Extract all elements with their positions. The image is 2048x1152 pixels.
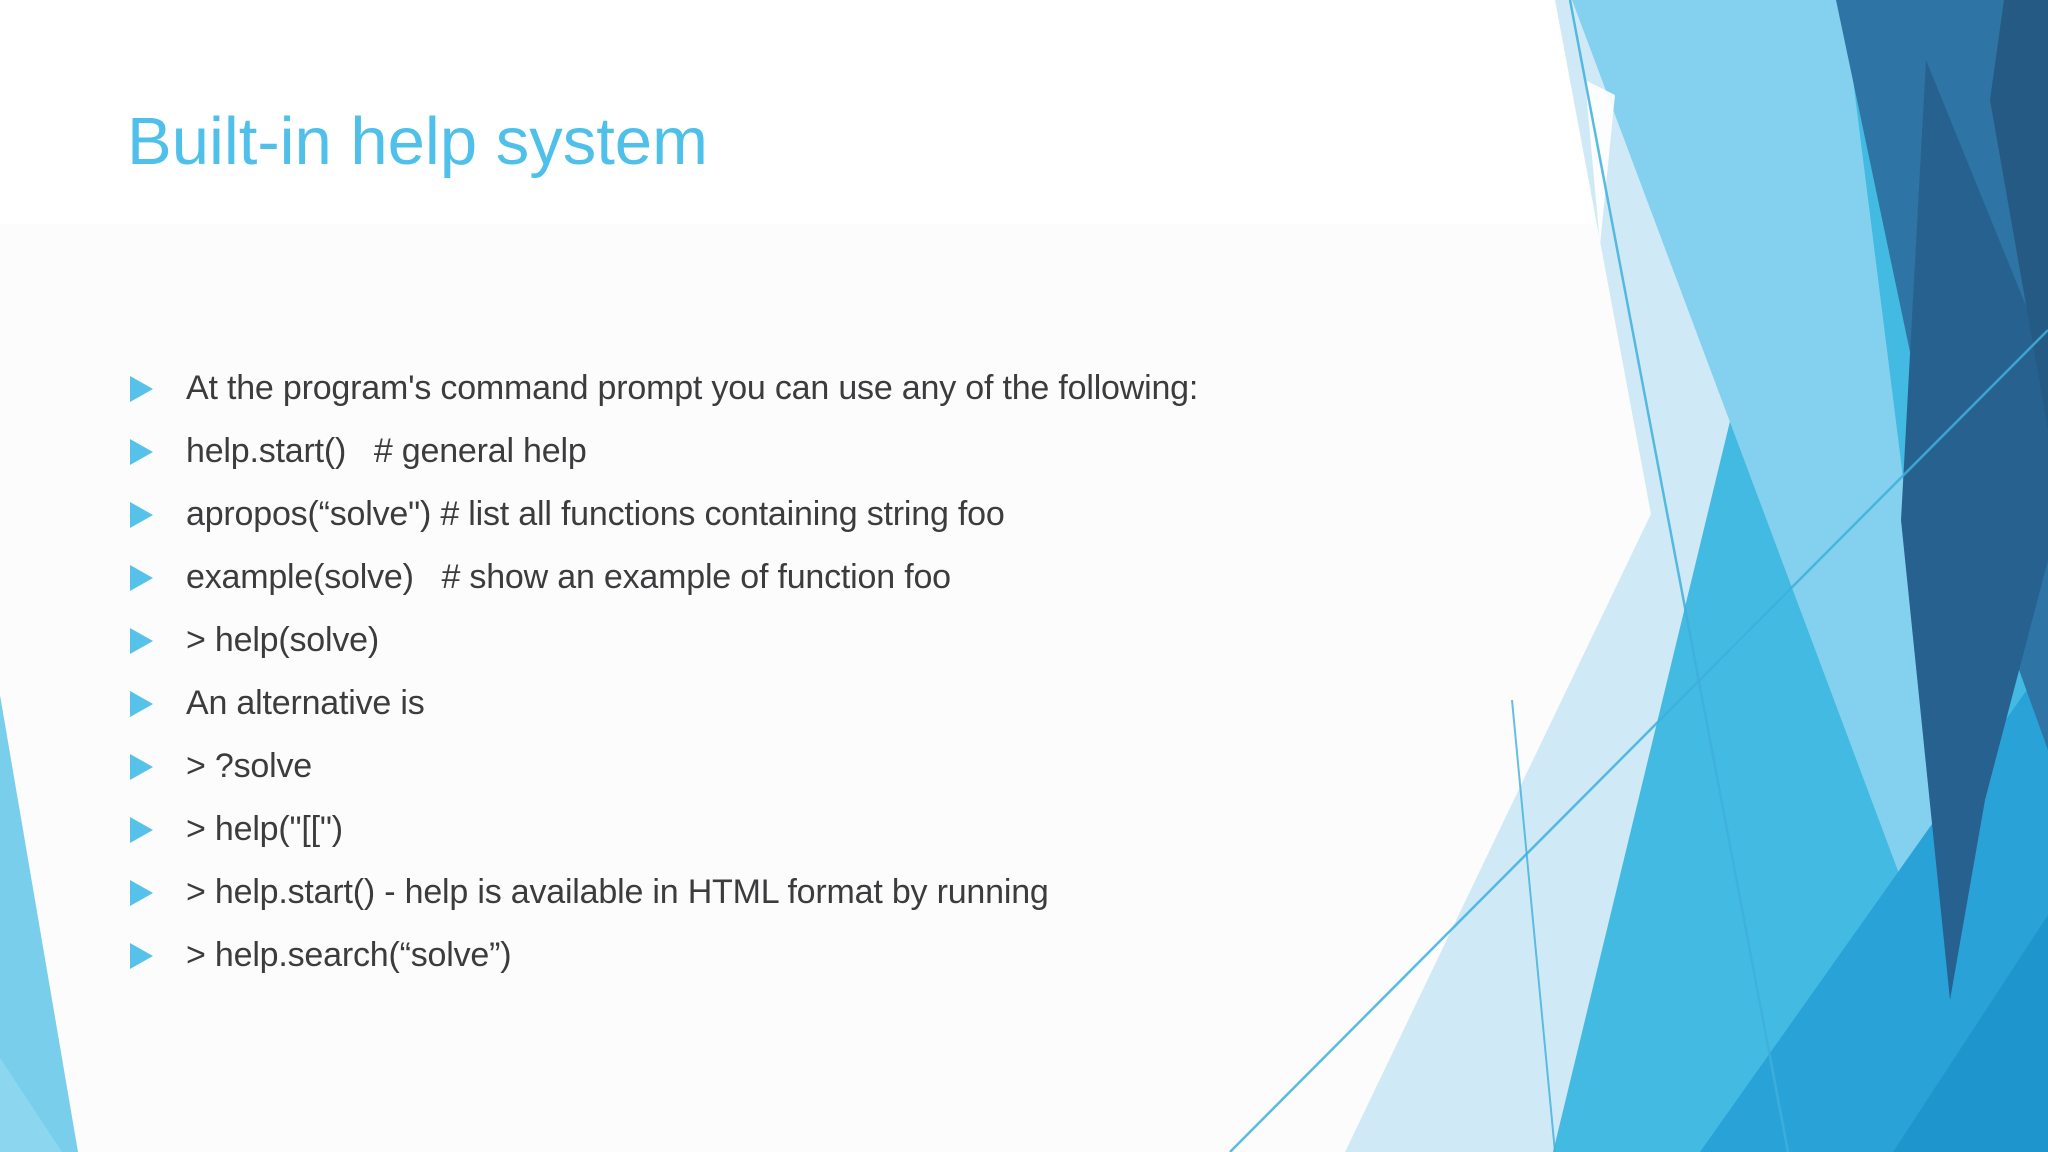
bullet-item: example(solve) # show an example of func…	[130, 546, 1550, 609]
bullet-list: At the program's command prompt you can …	[130, 357, 1550, 987]
facet-shard-navy-corner	[1990, 0, 2048, 430]
bullet-item: At the program's command prompt you can …	[130, 357, 1550, 420]
bullet-text: example(solve) # show an example of func…	[186, 558, 951, 596]
bullet-triangle-icon	[130, 375, 153, 402]
bullet-text: > help("[[")	[186, 810, 343, 848]
bullet-text: An alternative is	[186, 684, 425, 722]
bullet-item: > help.start() - help is available in HT…	[130, 861, 1550, 924]
facet-shard-light	[1572, 0, 1980, 1090]
corner-wedge-inner	[0, 1058, 62, 1152]
corner-wedge	[0, 695, 78, 1152]
bullet-triangle-icon	[130, 816, 153, 843]
bullet-item: > help.search(“solve”)	[130, 924, 1550, 987]
facet-shard-deep-cyan	[1893, 915, 2048, 1152]
bullet-item: > help(solve)	[130, 609, 1550, 672]
bullet-text: > ?solve	[186, 747, 312, 785]
bullet-triangle-icon	[130, 753, 153, 780]
bullet-triangle-icon	[130, 627, 153, 654]
bullet-triangle-icon	[130, 879, 153, 906]
accent-line-steep	[1568, 0, 1790, 1152]
bullet-item: > help("[[")	[130, 798, 1550, 861]
bullet-text: > help.search(“solve”)	[186, 936, 512, 974]
bullet-triangle-icon	[130, 438, 153, 465]
bullet-triangle-icon	[130, 501, 153, 528]
bullet-triangle-icon	[130, 942, 153, 969]
slide-title: Built-in help system	[127, 104, 708, 179]
bullet-text: > help(solve)	[186, 621, 379, 659]
bullet-text: help.start() # general help	[186, 432, 587, 470]
bullet-item: > ?solve	[130, 735, 1550, 798]
bullet-text: apropos(“solve") # list all functions co…	[186, 495, 1005, 533]
accent-line-short	[1511, 699, 1556, 1152]
bullet-text: At the program's command prompt you can …	[186, 369, 1199, 407]
bullet-triangle-icon	[130, 564, 153, 591]
accent-line-long	[1229, 329, 2048, 1152]
facet-shard-pale-lower	[1345, 470, 1736, 1152]
bullet-text: > help.start() - help is available in HT…	[186, 873, 1049, 911]
facet-shard-navy	[1901, 60, 2048, 1000]
bullet-item: help.start() # general help	[130, 420, 1550, 483]
bullet-triangle-icon	[130, 690, 153, 717]
bullet-item: An alternative is	[130, 672, 1550, 735]
bullet-item: apropos(“solve") # list all functions co…	[130, 483, 1550, 546]
